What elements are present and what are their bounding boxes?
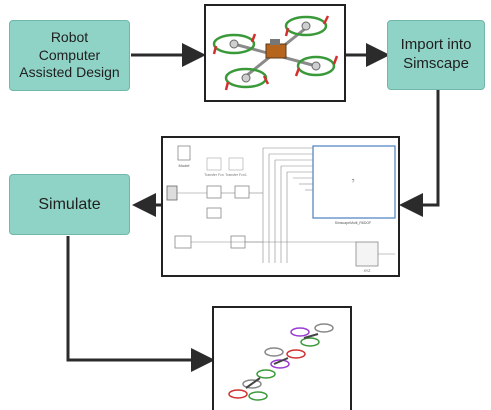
simulink-block-label: XYZ: [364, 269, 372, 273]
import-simscape-label: Import into Simscape: [400, 36, 472, 72]
quadrotor-render-image: [212, 15, 339, 91]
robot-cad-box: Robot Computer Assisted Design: [9, 20, 130, 91]
simulink-diagram-frame: Model Transfer Fcn Transfer Fcn1 ? Simsc…: [161, 136, 400, 277]
import-simscape-box: Import into Simscape: [387, 20, 485, 90]
simulink-subsystem-label: ?: [352, 179, 355, 185]
simulate-box: Simulate: [9, 174, 130, 235]
simulation-result-image: [228, 323, 334, 401]
arrow-import-to-simulink: [399, 90, 440, 217]
simulink-block-label: Model: [179, 163, 190, 168]
arrow-simulate-to-result: [66, 236, 215, 372]
simulink-block-label: SimscapeMulti_R6DOF: [335, 221, 372, 225]
simulink-block-label: Transfer Fcn1: [225, 173, 247, 177]
simulink-block-label: Transfer Fcn: [204, 173, 224, 177]
simulation-result-frame: [212, 306, 352, 410]
robot-cad-label: Robot Computer Assisted Design: [19, 29, 120, 81]
simulate-label: Simulate: [38, 195, 101, 213]
quadrotor-render-frame: [204, 4, 346, 102]
simulink-diagram-image: Model Transfer Fcn Transfer Fcn1 ? Simsc…: [166, 145, 396, 273]
